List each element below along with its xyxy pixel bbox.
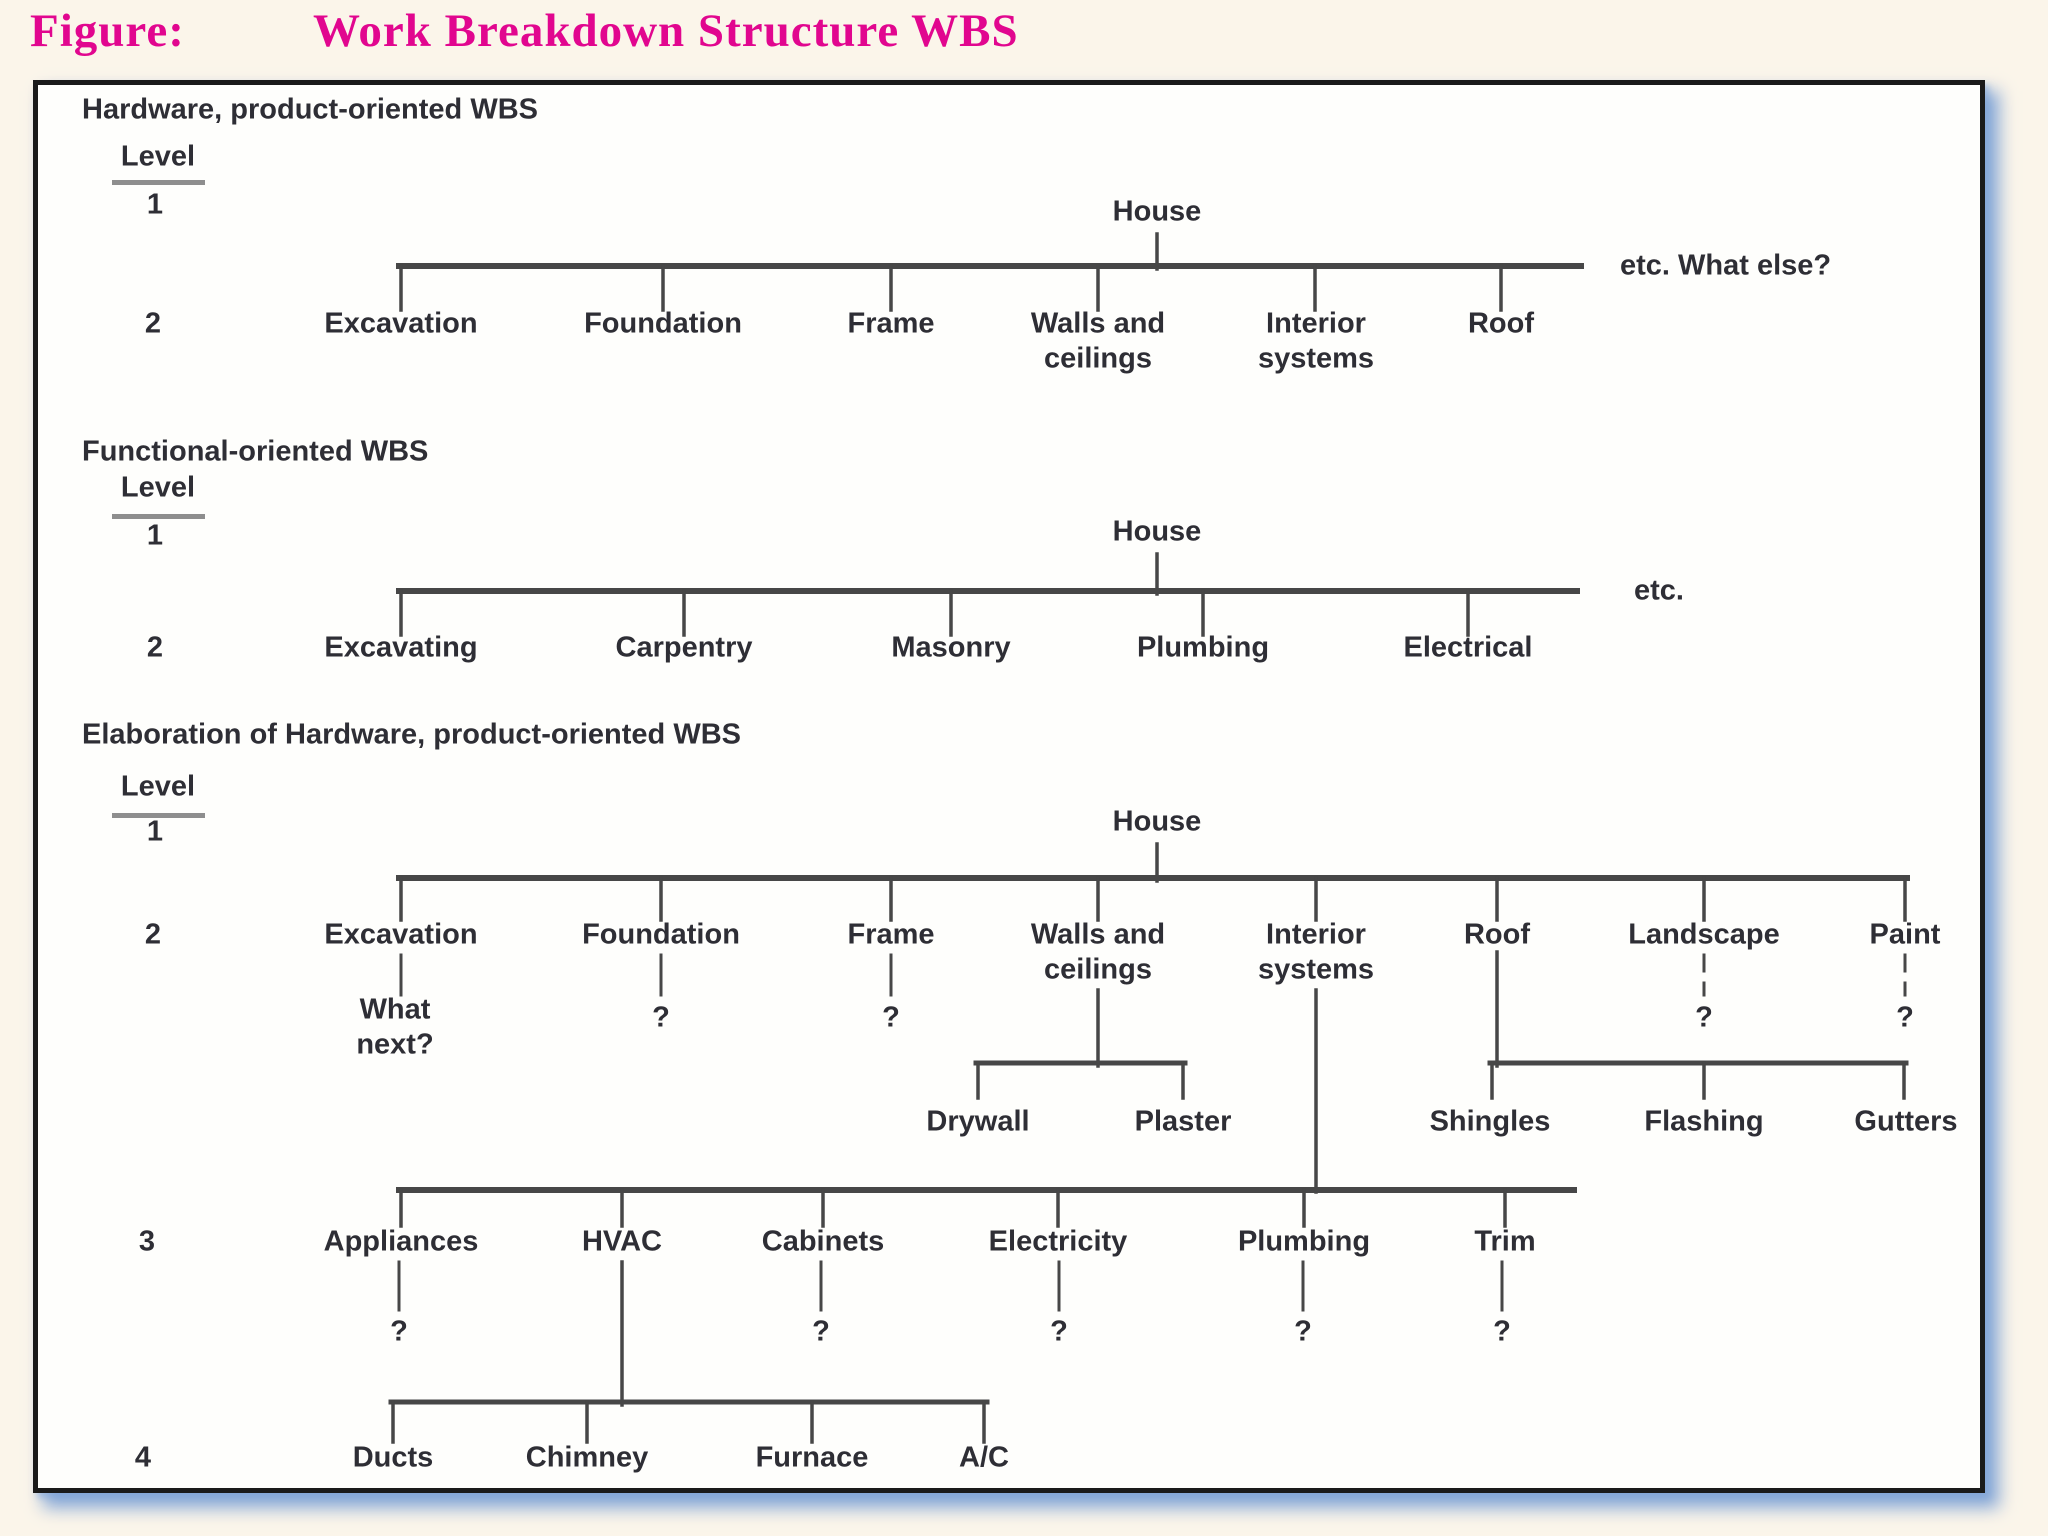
s1-node-excavation: Excavation [324, 307, 478, 340]
s3-node-excavation: Excavation [324, 918, 478, 951]
s3-node-plaster: Plaster [1134, 1105, 1232, 1138]
s1-node-foundation: Foundation [584, 307, 742, 340]
s2-heading: Functional-oriented WBS [82, 435, 429, 468]
s1-node-roof: Roof [1467, 307, 1535, 340]
figure-caption: Figure: Work Breakdown Structure WBS [30, 4, 1019, 58]
s2-annotation: etc. [1634, 574, 1684, 607]
s2-node-house: House [1112, 515, 1202, 548]
s1-node-walls-ceilings: Walls and ceilings [1030, 307, 1166, 375]
section3-connectors [388, 842, 1910, 1444]
s3-node-frame: Frame [847, 918, 935, 951]
s3-heading: Elaboration of Hardware, product-oriente… [82, 718, 741, 751]
s3-node-roof: Roof [1463, 918, 1531, 951]
wbs-panel [33, 80, 1985, 1493]
s3-level-1: 1 [146, 815, 164, 848]
s3-node-flashing: Flashing [1644, 1105, 1764, 1138]
s2-node-electrical: Electrical [1403, 631, 1533, 664]
s1-annotation: etc. What else? [1620, 249, 1832, 282]
s3-node-paint: Paint [1869, 918, 1941, 951]
s3-node-cabinets: Cabinets [761, 1225, 885, 1258]
s3-node-trim: Trim [1474, 1225, 1536, 1258]
s1-level-underline [112, 180, 205, 185]
s1-node-house: House [1112, 195, 1202, 228]
s3-level-underline [112, 813, 205, 818]
s3-node-plumbing: Plumbing [1237, 1225, 1371, 1258]
s3-note-frame: ? [882, 1001, 900, 1034]
s2-level-2: 2 [146, 631, 164, 664]
s3-node-electricity: Electricity [988, 1225, 1128, 1258]
figure-label: Figure: [30, 5, 185, 57]
s1-heading: Hardware, product-oriented WBS [82, 93, 538, 126]
s3-node-landscape: Landscape [1628, 918, 1780, 951]
s2-level-word: Level [120, 471, 196, 504]
s2-node-carpentry: Carpentry [615, 631, 753, 664]
s3-node-hvac: HVAC [581, 1225, 663, 1258]
s3-node-chimney: Chimney [525, 1441, 649, 1474]
s2-node-plumbing: Plumbing [1136, 631, 1270, 664]
s3-node-drywall: Drywall [926, 1105, 1030, 1138]
s1-node-interior-systems: Interior systems [1257, 307, 1375, 375]
s3-note-foundation: ? [652, 1001, 670, 1034]
s1-level-word: Level [120, 140, 196, 173]
section2-connectors [396, 552, 1580, 637]
s2-node-masonry: Masonry [891, 631, 1011, 664]
s3-note-trim: ? [1493, 1315, 1511, 1348]
s3-level-4: 4 [134, 1441, 152, 1474]
s3-node-interior-systems: Interior systems [1257, 918, 1375, 986]
s3-node-furnace: Furnace [755, 1441, 869, 1474]
s3-note-plumbing: ? [1294, 1315, 1312, 1348]
s3-level-3: 3 [138, 1225, 156, 1258]
s3-node-house: House [1112, 805, 1202, 838]
s3-node-gutters: Gutters [1854, 1105, 1958, 1138]
s3-note-landscape: ? [1695, 1001, 1713, 1034]
s1-level-2: 2 [144, 307, 162, 340]
s3-note-appliances: ? [390, 1315, 408, 1348]
s3-node-ducts: Ducts [352, 1441, 434, 1474]
s2-level-underline [112, 514, 205, 519]
s3-node-foundation: Foundation [582, 918, 740, 951]
s3-note-electricity: ? [1050, 1315, 1068, 1348]
s1-level-1: 1 [146, 188, 164, 221]
s3-level-2: 2 [144, 918, 162, 951]
figure-title: Work Breakdown Structure WBS [312, 5, 1019, 57]
s2-level-1: 1 [146, 519, 164, 552]
s3-note-paint: ? [1896, 1001, 1914, 1034]
s3-node-appliances: Appliances [323, 1225, 479, 1258]
s3-level-word: Level [120, 770, 196, 803]
s3-note-cabinets: ? [812, 1315, 830, 1348]
s3-note-what-next: What next? [356, 993, 434, 1061]
s2-node-excavating: Excavating [324, 631, 478, 664]
s3-node-ac: A/C [959, 1441, 1009, 1474]
s3-node-walls-ceilings: Walls and ceilings [1030, 918, 1166, 986]
s3-node-shingles: Shingles [1429, 1105, 1551, 1138]
s1-node-frame: Frame [847, 307, 935, 340]
section1-connectors [396, 232, 1584, 312]
